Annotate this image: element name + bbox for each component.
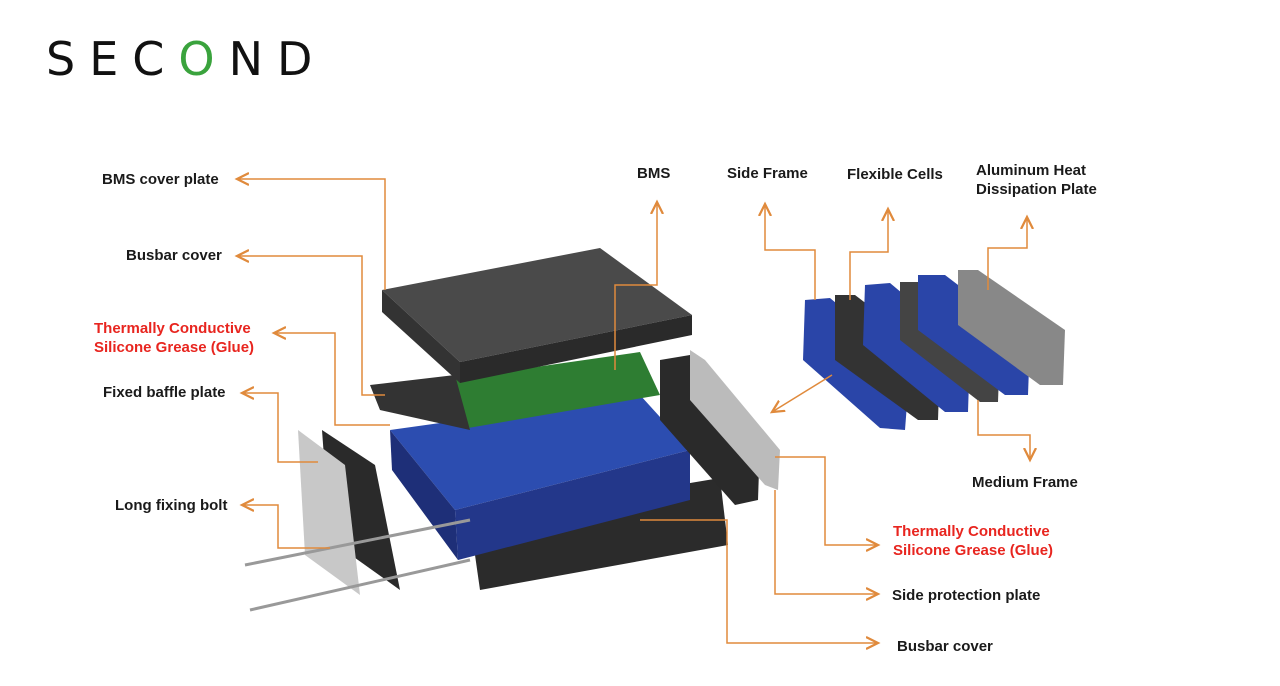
label-fixed-baffle-plate: Fixed baffle plate [103,384,226,401]
long-fixing-bolts [244,518,471,612]
label-flexible-cells: Flexible Cells [847,166,943,183]
label-side-protection-plate: Side protection plate [892,587,1041,604]
side-protection-plate [660,355,760,505]
label-glue-left-1: Thermally Conductive [94,320,251,337]
label-bms-cover-plate: BMS cover plate [102,171,219,188]
label-glue-left-2: Silicone Grease (Glue) [94,339,255,356]
label-long-fixing-bolt: Long fixing bolt [115,497,228,514]
label-bms: BMS [637,165,671,182]
label-side-frame: Side Frame [727,165,808,182]
second-logo: SECOND [46,32,327,86]
label-glue-right-1: Thermally Conductive [893,523,1050,540]
aluminum-plate [958,270,1065,385]
cell-module [390,395,690,560]
label-glue-right-2: Silicone Grease (Glue) [893,542,1054,559]
silver-plate [298,430,360,595]
bms-board [370,352,660,430]
leader-lines [237,179,1030,643]
side-silver-plate [690,350,780,490]
label-busbar-cover-bottom: Busbar cover [897,638,993,655]
label-aluminum-1: Aluminum Heat [976,162,1087,179]
bms-cover-plate [382,248,692,383]
label-medium-frame: Medium Frame [972,474,1078,491]
label-aluminum-2: Dissipation Plate [976,181,1097,198]
label-busbar-cover-left: Busbar cover [126,247,222,264]
